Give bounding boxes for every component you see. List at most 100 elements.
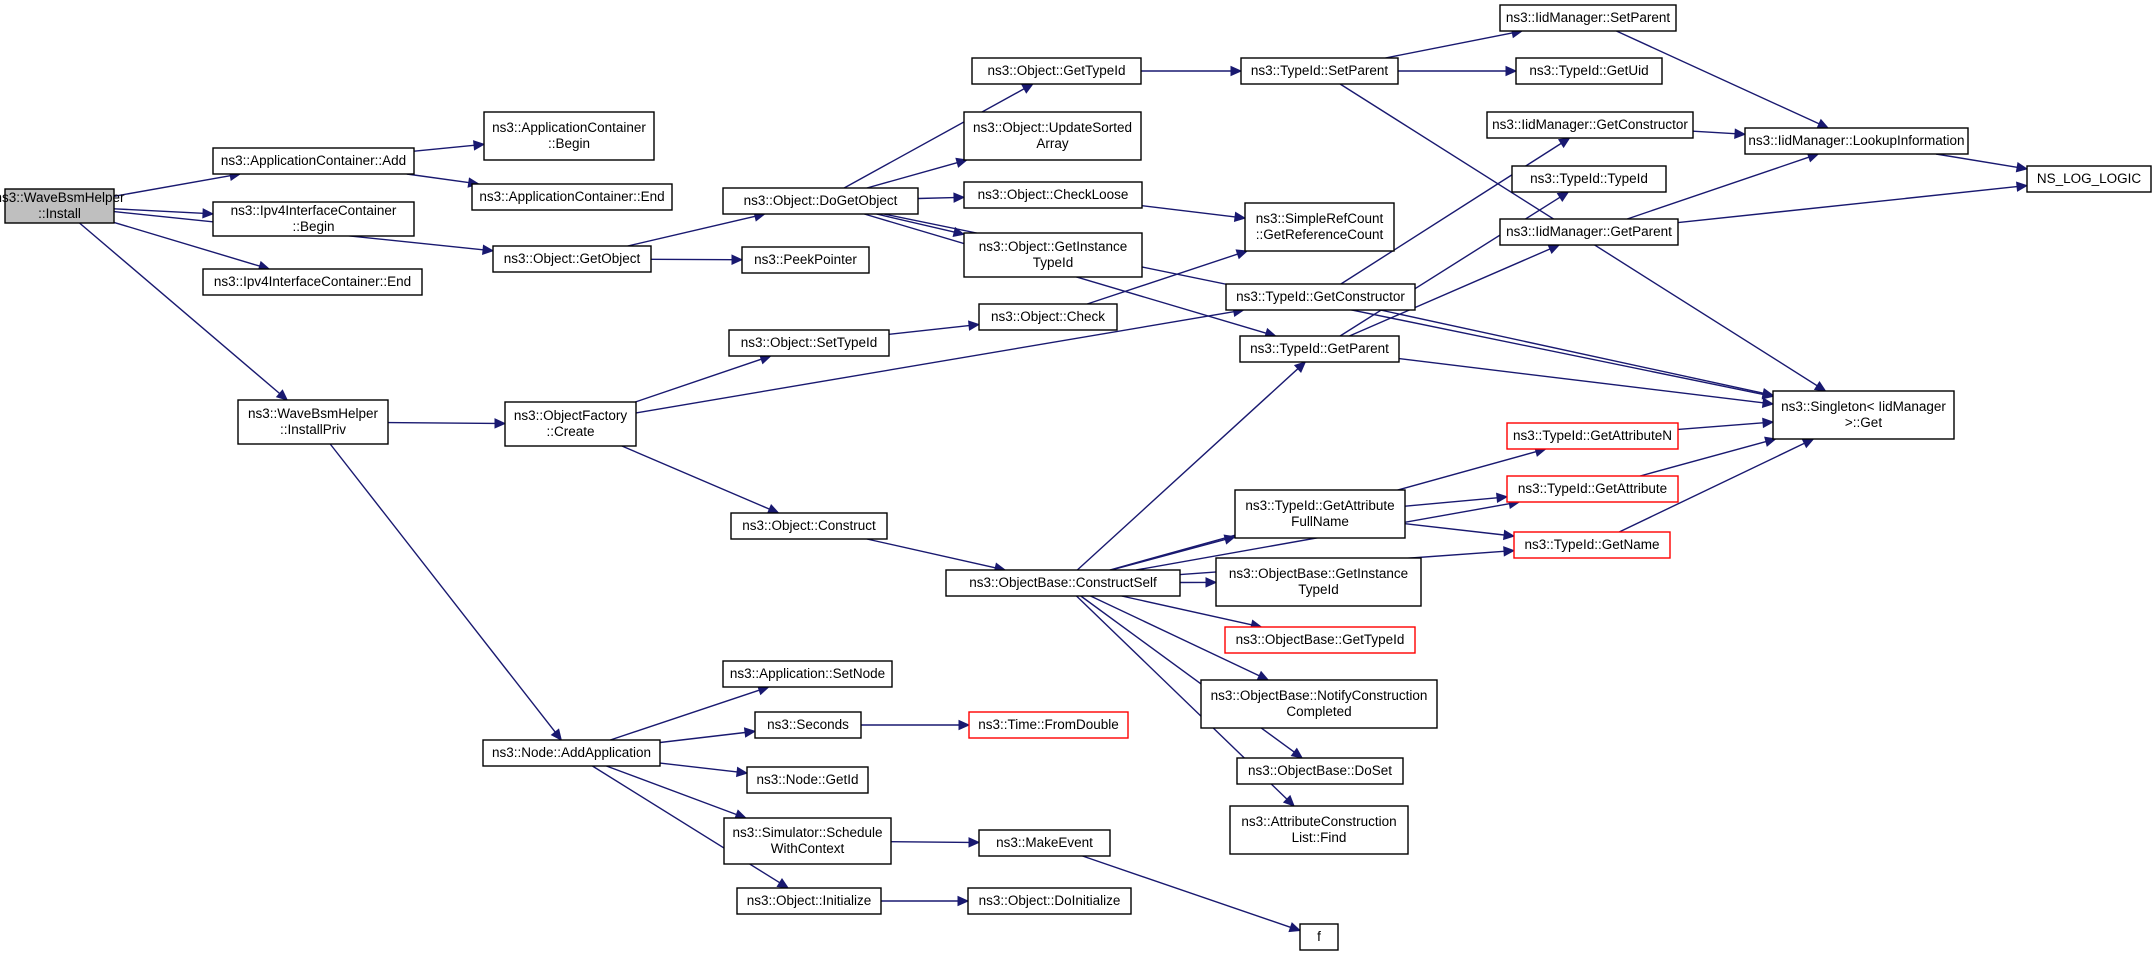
node-label: ns3::TypeId::GetName <box>1524 537 1659 552</box>
edge-line <box>406 173 469 184</box>
edge-arrowhead <box>958 719 971 731</box>
edge-arrowhead <box>1256 670 1270 681</box>
graph-node-n19[interactable]: ns3::ObjectBase::ConstructSelf <box>945 569 1181 597</box>
node-label: Array <box>1036 136 1069 151</box>
graph-node-n17[interactable]: ns3::Object::Check <box>978 303 1118 331</box>
node-label: ns3::AttributeConstruction <box>1241 814 1396 829</box>
graph-node-n48[interactable]: ns3::Singleton< IidManager >::Get <box>1772 390 1955 440</box>
graph-node-n3[interactable]: ns3::Ipv4InterfaceContainer::End <box>202 268 423 296</box>
edge-line <box>1618 442 1805 533</box>
graph-node-n14[interactable]: ns3::Object::CheckLoose <box>963 181 1143 209</box>
graph-node-n39[interactable]: ns3::IidManager::SetParent <box>1499 4 1677 32</box>
edge-line <box>329 443 556 733</box>
graph-node-n36[interactable]: ns3::ObjectBase::NotifyConstructionCompl… <box>1200 679 1438 729</box>
graph-node-n2[interactable]: ns3::Ipv4InterfaceContainer::Begin <box>212 201 415 237</box>
call-edge-n0-n2 <box>113 208 215 219</box>
graph-node-n22[interactable]: ns3::Node::GetId <box>746 766 869 794</box>
node-label: ns3::Object::GetTypeId <box>987 63 1125 78</box>
graph-node-n20[interactable]: ns3::Application::SetNode <box>722 660 893 688</box>
graph-node-n8[interactable]: ns3::Object::DoGetObject <box>722 187 919 215</box>
graph-node-n28[interactable]: f <box>1299 923 1339 951</box>
node-box <box>978 829 1111 857</box>
node-box <box>730 512 888 540</box>
edge-line <box>1111 538 1226 571</box>
graph-node-n26[interactable]: ns3::MakeEvent <box>978 829 1111 857</box>
edge-line <box>1935 153 2018 168</box>
node-label: ns3::MakeEvent <box>996 835 1093 850</box>
call-edge-n43-n49 <box>1677 181 2029 224</box>
graph-node-n43[interactable]: ns3::IidManager::GetParent <box>1499 218 1679 246</box>
graph-node-n45[interactable]: ns3::TypeId::GetAttribute <box>1506 475 1679 503</box>
edge-arrowhead <box>1288 922 1302 933</box>
graph-node-n18[interactable]: ns3::Object::Construct <box>730 512 888 540</box>
node-label: ::InstallPriv <box>280 422 346 437</box>
call-edge-n0-n1 <box>113 170 242 197</box>
graph-node-n41[interactable]: ns3::IidManager::GetConstructor <box>1486 111 1694 139</box>
graph-node-n5[interactable]: ns3::WaveBsmHelper::InstallPriv <box>237 399 389 445</box>
graph-node-n42[interactable]: ns3::TypeId::TypeId <box>1511 165 1667 193</box>
call-edge-n33-n45 <box>1404 492 1509 507</box>
graph-node-n0[interactable]: ns3::WaveBsmHelper::Install <box>0 188 125 224</box>
graph-node-n10[interactable]: ns3::ObjectFactory::Create <box>504 401 637 447</box>
node-box <box>504 401 637 447</box>
node-box <box>1499 4 1677 32</box>
edge-line <box>1090 595 1260 677</box>
graph-node-n37[interactable]: ns3::ObjectBase::DoSet <box>1236 757 1404 785</box>
edge-arrowhead <box>473 140 486 151</box>
graph-node-n12[interactable]: ns3::Object::GetTypeId <box>971 57 1142 85</box>
graph-node-n9[interactable]: ns3::PeekPointer <box>741 246 870 274</box>
graph-node-n21[interactable]: ns3::Seconds <box>754 711 862 739</box>
graph-node-n32[interactable]: ns3::TypeId::GetParent <box>1239 335 1400 363</box>
node-label: ns3::TypeId::GetAttribute <box>1245 498 1394 513</box>
edge-line <box>876 213 955 233</box>
node-label: ns3::TypeId::GetAttribute <box>1518 481 1667 496</box>
edge-line <box>113 175 231 197</box>
node-label: ns3::ApplicationContainer <box>492 120 646 135</box>
edge-arrowhead <box>736 766 749 778</box>
node-box <box>471 183 673 211</box>
edge-line <box>1349 248 1551 337</box>
edge-line <box>621 445 770 510</box>
graph-node-n11[interactable]: ns3::Node::AddApplication <box>482 739 661 767</box>
graph-node-n46[interactable]: ns3::TypeId::GetName <box>1513 531 1671 559</box>
graph-node-n4[interactable]: ns3::Object::GetObject <box>492 245 652 273</box>
graph-node-n29[interactable]: ns3::TypeId::SetParent <box>1240 57 1399 85</box>
graph-node-n44[interactable]: ns3::TypeId::GetAttributeN <box>1506 422 1679 450</box>
call-edge-n16-n17 <box>888 320 981 335</box>
edge-line <box>1677 422 1764 431</box>
edge-arrowhead <box>1761 387 1775 399</box>
node-box <box>1511 165 1667 193</box>
edge-arrowhead <box>1761 397 1775 409</box>
node-box <box>1236 757 1404 785</box>
graph-node-n27[interactable]: ns3::Object::DoInitialize <box>967 887 1132 915</box>
graph-node-n1[interactable]: ns3::ApplicationContainer::Add <box>212 147 415 175</box>
node-box <box>1513 531 1671 559</box>
graph-node-n24[interactable]: ns3::Object::Initialize <box>736 887 882 915</box>
graph-node-n35[interactable]: ns3::ObjectBase::GetTypeId <box>1224 626 1416 654</box>
node-label: ns3::TypeId::GetAttributeN <box>1513 428 1672 443</box>
graph-node-n30[interactable]: ns3::SimpleRefCount::GetReferenceCount <box>1244 202 1395 252</box>
graph-node-n31[interactable]: ns3::TypeId::GetConstructor <box>1225 283 1416 311</box>
edge-arrowhead <box>1505 65 1518 77</box>
edge-line <box>413 144 475 152</box>
call-edge-n24-n27 <box>881 895 970 907</box>
node-box <box>482 739 661 767</box>
edge-line <box>917 196 955 200</box>
edge-arrowhead <box>202 208 215 219</box>
graph-node-n49[interactable]: NS_LOG_LOGIC <box>2026 165 2152 193</box>
graph-node-n40[interactable]: ns3::TypeId::GetUid <box>1515 57 1663 85</box>
graph-node-n6[interactable]: ns3::ApplicationContainer::Begin <box>483 111 655 161</box>
graph-node-n7[interactable]: ns3::ApplicationContainer::End <box>471 183 673 211</box>
graph-node-n25[interactable]: ns3::Time::FromDouble <box>968 711 1129 739</box>
node-box <box>1215 557 1422 607</box>
graph-node-n47[interactable]: ns3::IidManager::LookupInformation <box>1744 127 1969 155</box>
node-box <box>746 766 869 794</box>
graph-node-n16[interactable]: ns3::Object::SetTypeId <box>728 329 890 357</box>
node-label: ns3::ApplicationContainer::End <box>479 189 664 204</box>
